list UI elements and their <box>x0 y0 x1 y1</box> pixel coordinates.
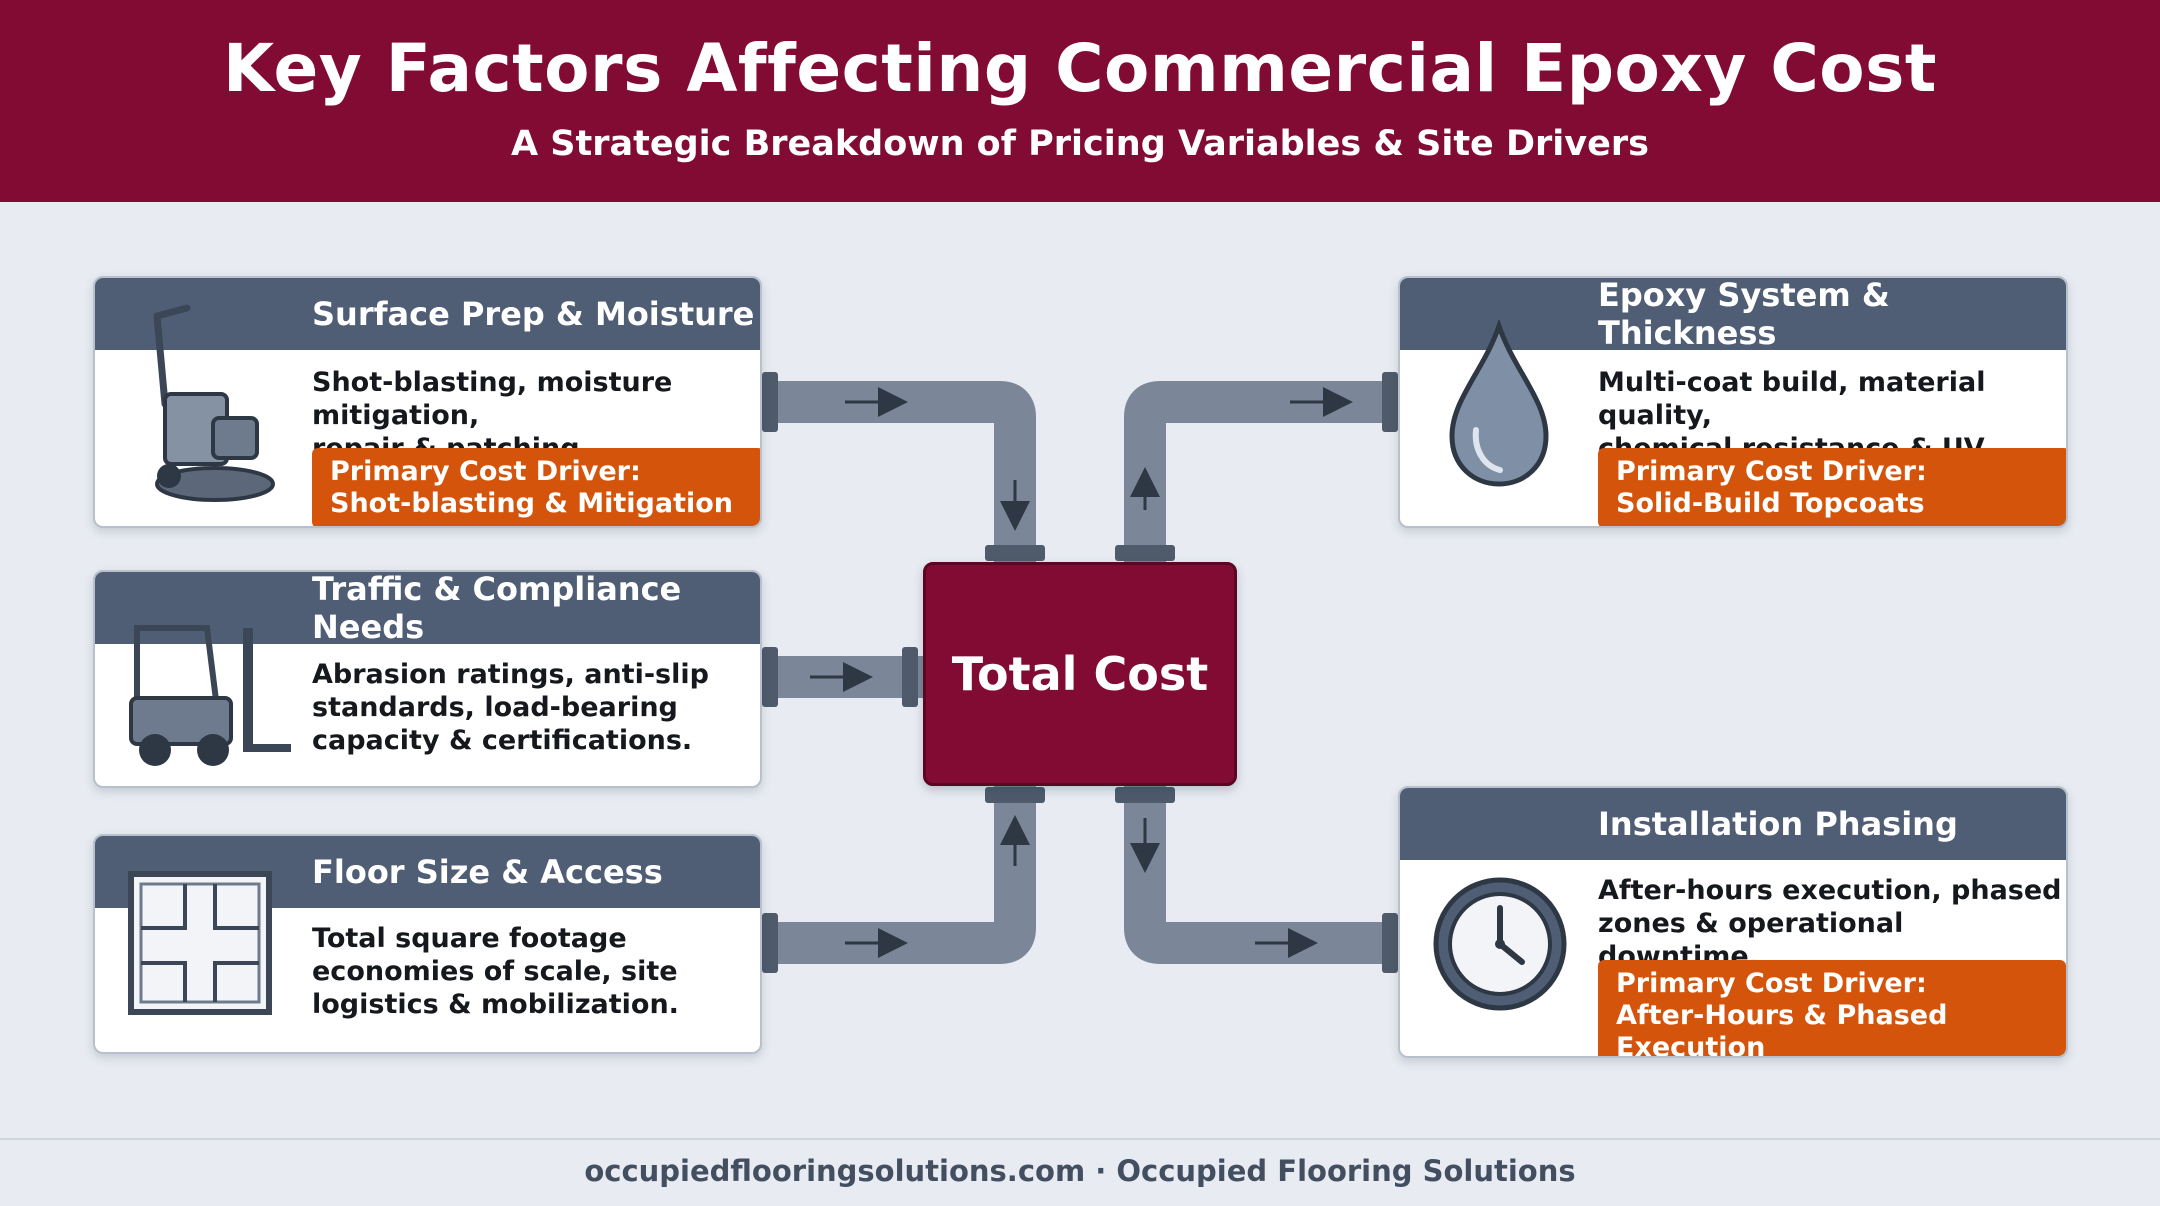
card-epoxy-system: Epoxy System & Thickness Multi-coat buil… <box>1398 276 2068 528</box>
pipe-flange <box>1382 913 1398 973</box>
card-traffic-compliance: Traffic & Compliance Needs Abrasion rati… <box>93 570 762 788</box>
card-title: Surface Prep & Moisture <box>95 278 760 350</box>
page-title: Key Factors Affecting Commercial Epoxy C… <box>223 30 1937 107</box>
primary-cost-driver: Primary Cost Driver: Shot-blasting & Mit… <box>312 448 760 526</box>
card-description: Total square footage economies of scale,… <box>312 923 679 1020</box>
header-banner: Key Factors Affecting Commercial Epoxy C… <box>0 0 2160 202</box>
card-floor-size: Floor Size & Access Total square footage… <box>93 834 762 1054</box>
pipe-floor-size <box>770 786 1036 964</box>
pipe-flange <box>1382 372 1398 432</box>
pipe-flange <box>902 647 918 707</box>
pipe-flange <box>762 372 778 432</box>
primary-cost-driver: Primary Cost Driver: Solid-Build Topcoat… <box>1598 448 2066 526</box>
card-description: Abrasion ratings, anti-slip standards, l… <box>312 659 709 756</box>
card-description: After-hours execution, phased zones & op… <box>1598 875 2062 972</box>
primary-cost-driver: Primary Cost Driver: After-Hours & Phase… <box>1598 960 2066 1056</box>
epoxy-drop-icon <box>1444 318 1554 494</box>
card-installation-phasing: Installation Phasing After-hours executi… <box>1398 786 2068 1058</box>
pipe-flange <box>985 787 1045 803</box>
card-title: Epoxy System & Thickness <box>1400 278 2066 352</box>
pipe-flange <box>762 647 778 707</box>
pipe-surface-prep <box>770 381 1036 562</box>
footer-divider <box>0 1138 2160 1140</box>
card-title: Installation Phasing <box>1400 788 2066 860</box>
pipe-installation <box>1124 786 1390 964</box>
forklift-icon <box>117 598 297 782</box>
footer-credit: occupiedflooringsolutions.com · Occupied… <box>584 1154 1576 1188</box>
pipe-flange <box>1115 787 1175 803</box>
pipe-flange <box>762 913 778 973</box>
pipe-flange <box>985 545 1045 561</box>
clock-icon <box>1430 874 1570 1018</box>
floor-grinder-icon <box>117 294 287 518</box>
card-surface-prep: Surface Prep & Moisture Shot-blasting, m… <box>93 276 762 528</box>
total-cost-box: Total Cost <box>923 562 1237 786</box>
pipe-flange <box>1115 545 1175 561</box>
floor-plan-icon <box>125 868 275 1022</box>
pipe-epoxy-system <box>1124 381 1390 562</box>
page-subtitle: A Strategic Breakdown of Pricing Variabl… <box>511 124 1649 164</box>
